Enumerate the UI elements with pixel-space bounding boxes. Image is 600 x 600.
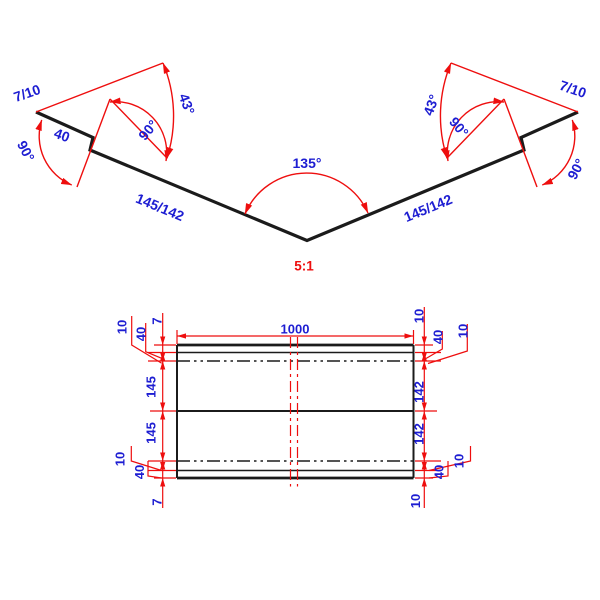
leader-top-right-40 [425,331,443,360]
leader-top-right-10 [427,324,468,365]
dim-label-tr-10a: 10 [412,309,427,323]
plan-view: 1000 10 40 7 10 40 10 145 145 142 142 10… [113,307,472,508]
dim-label-length: 1000 [281,322,310,337]
dim-label-90-inner-left: 90° [135,117,161,144]
profile-outline [35,110,579,243]
dim-label-tl-7: 7 [150,317,165,324]
arc-90-outer-right [541,119,579,186]
dim-label-panel-right: 145/142 [402,191,455,225]
dim-label-43-right: 43° [420,92,442,117]
dim-label-tl-40: 40 [134,327,149,341]
dim-label-left-145b: 145 [144,422,159,444]
leader-bottom-left-10 [130,446,162,472]
dim-label-left-145a: 145 [144,376,159,398]
leader-top-left-40 [145,323,162,359]
hem-extension-line-left [35,62,164,113]
arc-43-right [439,62,452,159]
dim-label-br-40: 40 [432,465,447,479]
dim-label-43-left: 43° [176,91,198,116]
hem-extension-line-right [450,62,579,113]
dimension-arrows [160,333,427,487]
arc-90-outer-left [35,119,73,186]
dim-label-90-outer-left: 90° [14,138,38,164]
dim-label-tl-10: 10 [115,320,130,334]
dim-label-bl-7: 7 [150,498,165,505]
extension-lines-right [415,344,441,479]
dim-label-right-142a: 142 [412,381,427,403]
arc-90-inner-right [443,97,505,162]
dim-label-panel-left: 145/142 [134,190,187,224]
dim-label-tr-10b: 10 [456,324,471,338]
dim-label-tr-40: 40 [431,330,446,344]
dim-label-br-10b: 10 [408,494,423,508]
leader-top-left-10 [131,316,163,364]
leader-bottom-left-40 [147,461,162,479]
leader-lines [130,316,472,479]
perpendicular-line-left [76,98,111,188]
dim-label-br-10a: 10 [452,454,467,468]
dim-label-bl-10: 10 [113,452,128,466]
dim-label-right-142b: 142 [412,423,427,445]
arc-135-apex [244,172,369,215]
leader-bottom-right-40 [428,461,449,479]
dim-label-hem-left: 7/10 [12,81,43,105]
dim-label-90-outer-right: 90° [564,156,588,182]
perpendicular-line-right [503,98,538,188]
dim-label-135: 135° [293,155,322,171]
dim-label-hem-right: 7/10 [558,77,589,101]
dim-label-edge-40: 40 [52,125,72,145]
leader-bottom-right-10 [428,446,472,472]
arc-90-inner-left [109,97,171,162]
scale-label: 5:1 [294,259,314,274]
profile-view: 7/10 7/10 43° 43° 90° 90° 90° 90° 40 145… [12,62,589,274]
dim-label-bl-40: 40 [132,465,147,479]
arc-43-left [162,62,175,159]
